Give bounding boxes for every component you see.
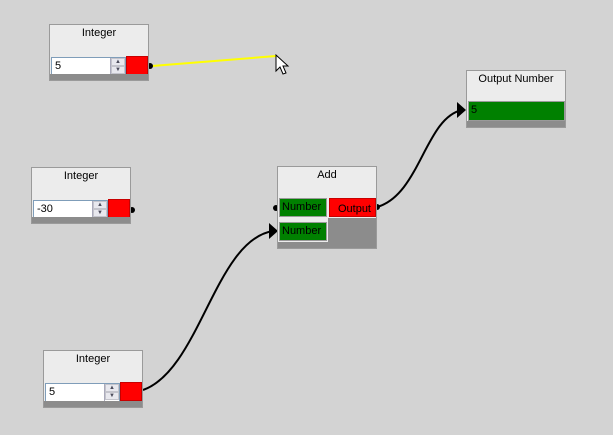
input-port-label: Number: [282, 201, 322, 213]
input-port-label: Number: [282, 225, 322, 237]
spin-up-icon[interactable]: ▲: [105, 384, 119, 392]
integer-node-mid[interactable]: Integer -30 ▲ ▼: [31, 167, 131, 224]
integer-value[interactable]: 5: [55, 60, 62, 72]
node-title: Integer: [81, 27, 117, 39]
node-footer: [32, 217, 130, 223]
output-number-node[interactable]: Output Number 5: [466, 70, 566, 128]
node-footer: [44, 401, 142, 407]
output-value-display: 5: [468, 101, 565, 121]
cursor-icon: [275, 53, 290, 75]
spin-down-icon[interactable]: ▼: [111, 66, 125, 74]
node-footer: [50, 74, 148, 80]
node-title: Output Number: [478, 73, 554, 85]
spin-down-icon[interactable]: ▼: [105, 392, 119, 400]
output-port[interactable]: [108, 199, 130, 218]
integer-value[interactable]: -30: [37, 203, 53, 215]
input-port-number-1[interactable]: Number: [279, 198, 327, 217]
spin-down-icon[interactable]: ▼: [93, 209, 107, 217]
input-port-number-2[interactable]: Number: [279, 222, 327, 241]
node-footer: [278, 242, 376, 248]
integer-node-top[interactable]: Integer 5 ▲ ▼: [49, 24, 149, 81]
output-port-label: Output: [337, 203, 371, 215]
integer-spinbox[interactable]: 5 ▲ ▼: [45, 383, 120, 402]
wire-arrowhead-output: [457, 102, 466, 118]
output-port[interactable]: [120, 382, 142, 401]
wire-integer-to-add[interactable]: [142, 230, 274, 391]
spin-buttons: ▲ ▼: [104, 384, 119, 401]
spin-up-icon[interactable]: ▲: [93, 201, 107, 209]
node-footer: [467, 121, 565, 127]
integer-value[interactable]: 5: [49, 386, 56, 398]
wire-arrowhead-add: [269, 223, 278, 239]
integer-node-bottom[interactable]: Integer 5 ▲ ▼: [43, 350, 143, 408]
output-value: 5: [471, 104, 478, 116]
output-port[interactable]: [126, 56, 148, 75]
output-port[interactable]: Output: [329, 198, 376, 217]
integer-spinbox[interactable]: 5 ▲ ▼: [51, 57, 126, 76]
spin-buttons: ▲ ▼: [92, 201, 107, 218]
node-title: Integer: [75, 353, 111, 365]
spin-buttons: ▲ ▼: [110, 58, 125, 75]
node-title: Add: [317, 169, 337, 181]
dragging-wire: [151, 55, 277, 67]
add-node[interactable]: Add Number Output Number: [277, 166, 377, 249]
spin-up-icon[interactable]: ▲: [111, 58, 125, 66]
node-title: Integer: [63, 170, 99, 182]
wire-add-to-output[interactable]: [376, 109, 463, 208]
integer-spinbox[interactable]: -30 ▲ ▼: [33, 200, 108, 219]
